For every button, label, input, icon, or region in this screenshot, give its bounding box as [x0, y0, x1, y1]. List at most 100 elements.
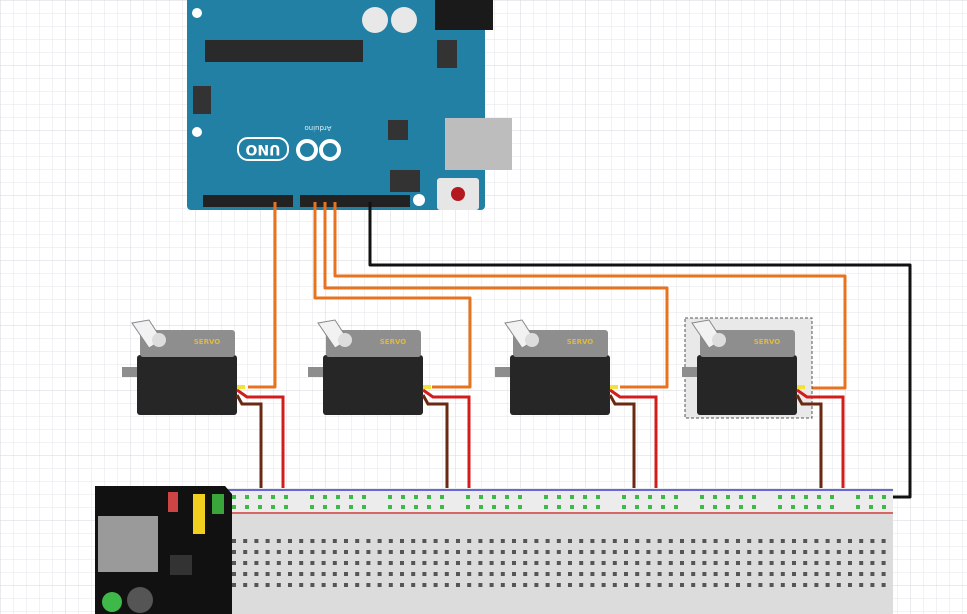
breadboard-hole[interactable]	[523, 572, 528, 576]
breadboard-hole[interactable]	[534, 550, 539, 554]
breadboard-hole[interactable]	[534, 572, 539, 576]
rail-hole[interactable]	[752, 505, 756, 509]
breadboard-hole[interactable]	[366, 539, 371, 543]
breadboard-hole[interactable]	[523, 561, 528, 565]
wire-power[interactable]	[236, 388, 285, 506]
rail-hole[interactable]	[830, 495, 834, 499]
wire-signal-2[interactable]	[313, 202, 472, 389]
breadboard-hole[interactable]	[803, 561, 808, 565]
breadboard-hole[interactable]	[276, 572, 281, 576]
breadboard-hole[interactable]	[467, 539, 472, 543]
breadboard-hole[interactable]	[579, 550, 584, 554]
rail-hole[interactable]	[336, 505, 340, 509]
breadboard-hole[interactable]	[590, 583, 595, 587]
rail-hole[interactable]	[492, 495, 496, 499]
wire-power[interactable]	[796, 388, 845, 506]
breadboard-hole[interactable]	[836, 561, 841, 565]
breadboard-hole[interactable]	[635, 539, 640, 543]
breadboard-hole[interactable]	[702, 583, 707, 587]
wire-ground[interactable]	[608, 394, 636, 497]
rail-hole[interactable]	[583, 495, 587, 499]
breadboard-hole[interactable]	[568, 550, 572, 554]
breadboard-hole[interactable]	[646, 572, 651, 576]
breadboard-hole[interactable]	[870, 572, 875, 576]
breadboard-hole[interactable]	[388, 561, 393, 565]
breadboard-hole[interactable]	[321, 550, 326, 554]
breadboard-hole[interactable]	[713, 572, 718, 576]
rail-hole[interactable]	[414, 495, 418, 499]
breadboard-hole[interactable]	[523, 550, 528, 554]
breadboard-hole[interactable]	[478, 561, 483, 565]
breadboard-hole[interactable]	[366, 572, 371, 576]
breadboard-hole[interactable]	[612, 539, 617, 543]
rail-hole[interactable]	[635, 495, 639, 499]
breadboard-hole[interactable]	[299, 572, 304, 576]
breadboard-hole[interactable]	[433, 561, 438, 565]
breadboard-hole[interactable]	[859, 550, 864, 554]
rail-hole[interactable]	[557, 505, 561, 509]
breadboard-hole[interactable]	[713, 539, 718, 543]
rail-hole[interactable]	[648, 505, 652, 509]
rail-hole[interactable]	[271, 495, 275, 499]
breadboard-hole[interactable]	[792, 561, 796, 565]
breadboard-hole[interactable]	[769, 572, 774, 576]
breadboard-hole[interactable]	[702, 572, 707, 576]
breadboard-hole[interactable]	[523, 583, 528, 587]
breadboard-hole[interactable]	[601, 572, 606, 576]
breadboard-hole[interactable]	[243, 572, 248, 576]
rail-hole[interactable]	[661, 495, 665, 499]
breadboard-hole[interactable]	[344, 561, 348, 565]
breadboard-hole[interactable]	[433, 550, 438, 554]
breadboard-hole[interactable]	[321, 583, 326, 587]
breadboard-hole[interactable]	[556, 561, 561, 565]
wire-power[interactable]	[609, 388, 658, 506]
breadboard-hole[interactable]	[344, 550, 348, 554]
rail-hole[interactable]	[856, 495, 860, 499]
rail-hole[interactable]	[401, 505, 405, 509]
breadboard-hole[interactable]	[814, 572, 819, 576]
breadboard-hole[interactable]	[769, 539, 774, 543]
breadboard-hole[interactable]	[724, 572, 729, 576]
breadboard-power-module[interactable]	[95, 486, 232, 614]
rail-hole[interactable]	[791, 505, 795, 509]
rail-hole[interactable]	[245, 505, 249, 509]
breadboard-hole[interactable]	[366, 583, 371, 587]
breadboard-hole[interactable]	[680, 539, 684, 543]
breadboard-hole[interactable]	[254, 583, 259, 587]
rail-hole[interactable]	[349, 505, 353, 509]
breadboard-hole[interactable]	[668, 550, 673, 554]
breadboard-hole[interactable]	[288, 550, 292, 554]
breadboard-hole[interactable]	[568, 539, 572, 543]
breadboard-hole[interactable]	[870, 539, 875, 543]
breadboard-hole[interactable]	[870, 583, 875, 587]
rail-hole[interactable]	[596, 495, 600, 499]
breadboard-hole[interactable]	[299, 561, 304, 565]
breadboard-hole[interactable]	[545, 561, 550, 565]
breadboard-hole[interactable]	[758, 550, 763, 554]
rail-hole[interactable]	[479, 495, 483, 499]
breadboard-hole[interactable]	[859, 561, 864, 565]
breadboard-hole[interactable]	[500, 572, 505, 576]
breadboard-hole[interactable]	[825, 561, 830, 565]
rail-hole[interactable]	[518, 495, 522, 499]
breadboard-hole[interactable]	[724, 583, 729, 587]
breadboard-hole[interactable]	[456, 583, 460, 587]
breadboard-hole[interactable]	[736, 550, 740, 554]
breadboard-hole[interactable]	[657, 561, 662, 565]
breadboard-hole[interactable]	[332, 561, 337, 565]
breadboard-hole[interactable]	[355, 539, 360, 543]
breadboard-hole[interactable]	[702, 550, 707, 554]
breadboard-hole[interactable]	[691, 583, 696, 587]
breadboard-hole[interactable]	[568, 561, 572, 565]
rail-hole[interactable]	[778, 495, 782, 499]
breadboard-hole[interactable]	[668, 572, 673, 576]
breadboard-hole[interactable]	[456, 572, 460, 576]
breadboard-hole[interactable]	[848, 550, 852, 554]
rail-hole[interactable]	[518, 505, 522, 509]
breadboard-hole[interactable]	[724, 561, 729, 565]
breadboard-hole[interactable]	[780, 550, 785, 554]
breadboard-hole[interactable]	[713, 561, 718, 565]
breadboard-hole[interactable]	[299, 539, 304, 543]
breadboard-hole[interactable]	[601, 583, 606, 587]
breadboard-hole[interactable]	[792, 583, 796, 587]
